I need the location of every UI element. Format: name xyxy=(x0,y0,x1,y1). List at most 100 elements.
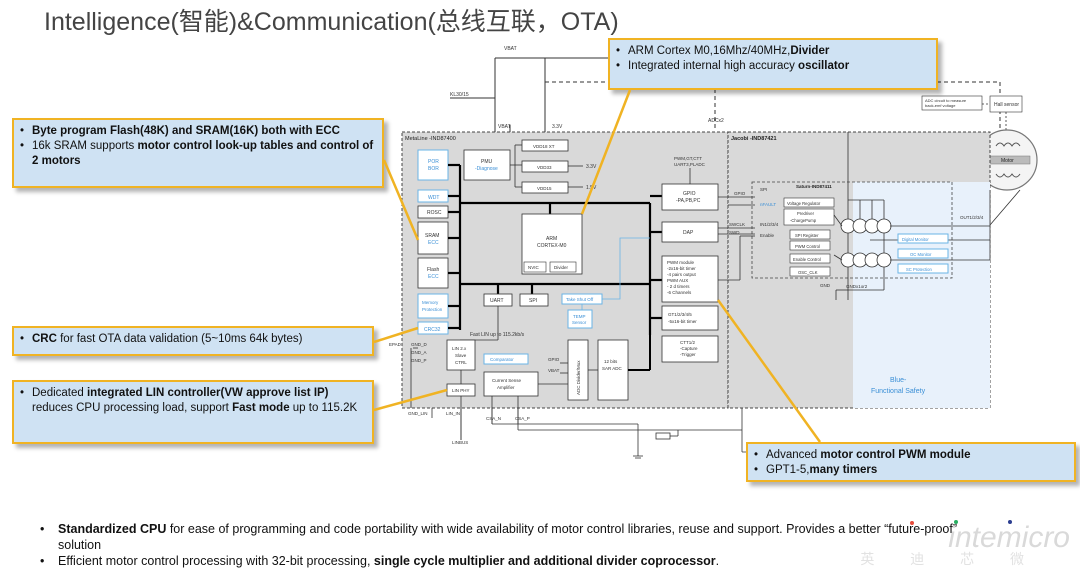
dap-block xyxy=(661,221,719,243)
fs-label-1: Blue- xyxy=(890,377,907,384)
osc-clk-block xyxy=(789,266,831,277)
pwm-ctrl-label: PWM Control xyxy=(795,244,820,249)
arm-callout-line2: Integrated internal high accuracy oscill… xyxy=(616,59,928,74)
vdd18-block xyxy=(521,139,569,152)
vdd33-block xyxy=(521,160,569,173)
logo-dot-red xyxy=(910,521,914,525)
text-segment: CRC xyxy=(32,333,57,345)
csa-p-label: CSA_P xyxy=(515,416,530,421)
pwm-label-4: PWM AUX xyxy=(667,278,688,283)
text-segment: reduces CPU processing load, support xyxy=(32,401,233,414)
arm-callout-line1: ARM Cortex M0,16Mhz/40MHz,Divider xyxy=(616,44,928,59)
lin-ctrl-label-2: Slave xyxy=(455,353,467,358)
flash-label-2: ECC xyxy=(428,274,439,280)
lin-ctrl-label-1: LIN 2.x xyxy=(452,346,467,351)
text-segment: many timers xyxy=(809,463,878,476)
pwm-label-6: -6 Channels xyxy=(667,290,692,295)
spi-label: SPI xyxy=(529,298,537,304)
memory-protection-block xyxy=(417,293,449,319)
oc-monitor-block xyxy=(897,248,949,259)
text-segment: for ease of programming and code portabi… xyxy=(58,522,958,552)
swclk-label: SWCLK xyxy=(729,222,745,227)
oc-mon-label: OC Monitor xyxy=(910,252,932,257)
v15-out-label: 1.5V xyxy=(586,185,597,191)
bottom-bullet-2: Efficient motor control processing with … xyxy=(40,553,1000,569)
saturn-region xyxy=(751,181,953,279)
osc-label: OSC_CLK xyxy=(798,270,818,275)
text-segment: GPT1-5, xyxy=(766,463,810,476)
epad-label: EPAD xyxy=(389,342,402,347)
vbat-top-label: VBAT xyxy=(504,46,517,52)
lin-callout-line1: Dedicated integrated LIN controller(VW a… xyxy=(20,386,364,416)
vdd15-label: VDD15 xyxy=(537,186,552,191)
nvic-label: NVIC xyxy=(528,265,540,270)
gt-label-2: -5x16-bit timer xyxy=(668,319,697,324)
por-label-2: BOR xyxy=(428,166,439,172)
v33-out-label: 3.3V xyxy=(586,164,597,170)
flash-callout-line1: Byte program Flash(48K) and SRAM(16K) bo… xyxy=(20,124,374,139)
pwm-label-1: PWM module xyxy=(667,260,695,265)
temp-label-2: Sensor xyxy=(572,320,587,325)
page-title: Intelligence(智能)&Communication(总线互联，OTA) xyxy=(44,8,619,36)
wdt-label: WDT xyxy=(428,195,439,201)
pwm-top-label-2: UART3,PLADC xyxy=(674,162,706,167)
text-segment: Dedicated xyxy=(32,387,87,399)
fs-label-2: Functional Safety xyxy=(871,388,926,395)
text-segment: Integrated internal high accuracy xyxy=(628,59,799,72)
adcx2-label: ADCx2 xyxy=(708,118,724,124)
crc-callout-line1: CRC for fast OTA data validation (5~10ms… xyxy=(20,332,364,347)
lin-ctrl-label-3: CTRL xyxy=(455,360,467,365)
arm-callout: ARM Cortex M0,16Mhz/40MHz,Divider Integr… xyxy=(608,38,938,90)
pwm-callout-line2: GPT1-5,many timers xyxy=(754,463,1066,478)
uart-label: UART xyxy=(490,298,504,304)
gnd-a-label: GND_A xyxy=(411,350,427,355)
saturn-blocks: Voltage Regulator Predriver -ChargePump … xyxy=(783,197,835,277)
lin-in-label: LIN_IN xyxy=(446,411,460,416)
predrv-label-2: -ChargePump xyxy=(790,218,817,223)
vbat-in-label: VBAT xyxy=(498,124,511,130)
text-segment: Advanced xyxy=(766,449,821,461)
pwm-label-2: -2x16-bit timer xyxy=(667,266,696,271)
text-segment: motor control look-up tables and control… xyxy=(32,139,374,167)
saturn-label: Saturn-IND87411 xyxy=(796,184,832,189)
lin-ctrl-block xyxy=(446,339,476,371)
sc-protection-block xyxy=(897,263,949,274)
bottom-bullet-1: Standardized CPU for ease of programming… xyxy=(40,521,1000,553)
pwm-top-label-1: PWM,GT,CTT xyxy=(674,156,702,161)
gpio-port-label: GPIO xyxy=(734,191,746,196)
crc-callout: CRC for fast OTA data validation (5~10ms… xyxy=(12,326,374,356)
vdd18-label: VDD18 XT xyxy=(533,144,555,149)
sram-label-2: ECC xyxy=(428,240,439,246)
text-segment: Standardized CPU xyxy=(58,522,167,536)
text-segment: 16k SRAM supports xyxy=(32,139,138,152)
flash-label-1: Flash xyxy=(427,267,439,273)
spi-block xyxy=(519,293,549,307)
nfault-label: nFAULT xyxy=(760,202,776,207)
divider-label: Divider xyxy=(554,265,569,270)
csa-label-1: Current Sense xyxy=(492,378,522,383)
dap-label: DAP xyxy=(683,230,694,236)
vreg-label: Voltage Regulator xyxy=(787,201,821,206)
text-segment: Efficient motor control processing with … xyxy=(58,554,374,568)
gnd12-label: GNDx1or2 xyxy=(846,284,868,289)
metaline-label: MetaLine -IND87400 xyxy=(405,136,456,142)
pwm-control-block xyxy=(789,240,831,251)
comparator-label: Comparator xyxy=(490,357,514,362)
temp-label-1: TEMP xyxy=(573,314,586,319)
gpio-label-1: GPIO xyxy=(683,191,696,197)
arm-label-2: CORTEX-M0 xyxy=(537,243,567,249)
ct-label-2: -Capture xyxy=(680,346,698,351)
bottom-bullets: Standardized CPU for ease of programming… xyxy=(40,521,1000,569)
vdd15-block xyxy=(521,181,569,194)
nvic-block xyxy=(523,261,547,273)
memprot-label-2: Protection xyxy=(422,307,443,312)
text-segment: oscillator xyxy=(798,59,850,72)
take-shutoff-label: Take Shut Off xyxy=(566,297,594,302)
sram-label-1: SRAM xyxy=(425,233,439,239)
hall-sensor-label: Hall sensor xyxy=(994,102,1019,108)
adc-note-box xyxy=(921,95,983,111)
adc-note-2: back-emf voltage xyxy=(925,103,956,108)
text-segment: ARM Cortex M0,16Mhz/40MHz, xyxy=(628,45,791,57)
pwm-label-3: -4 pairs output xyxy=(667,272,697,277)
gt-timer-block xyxy=(661,305,719,331)
